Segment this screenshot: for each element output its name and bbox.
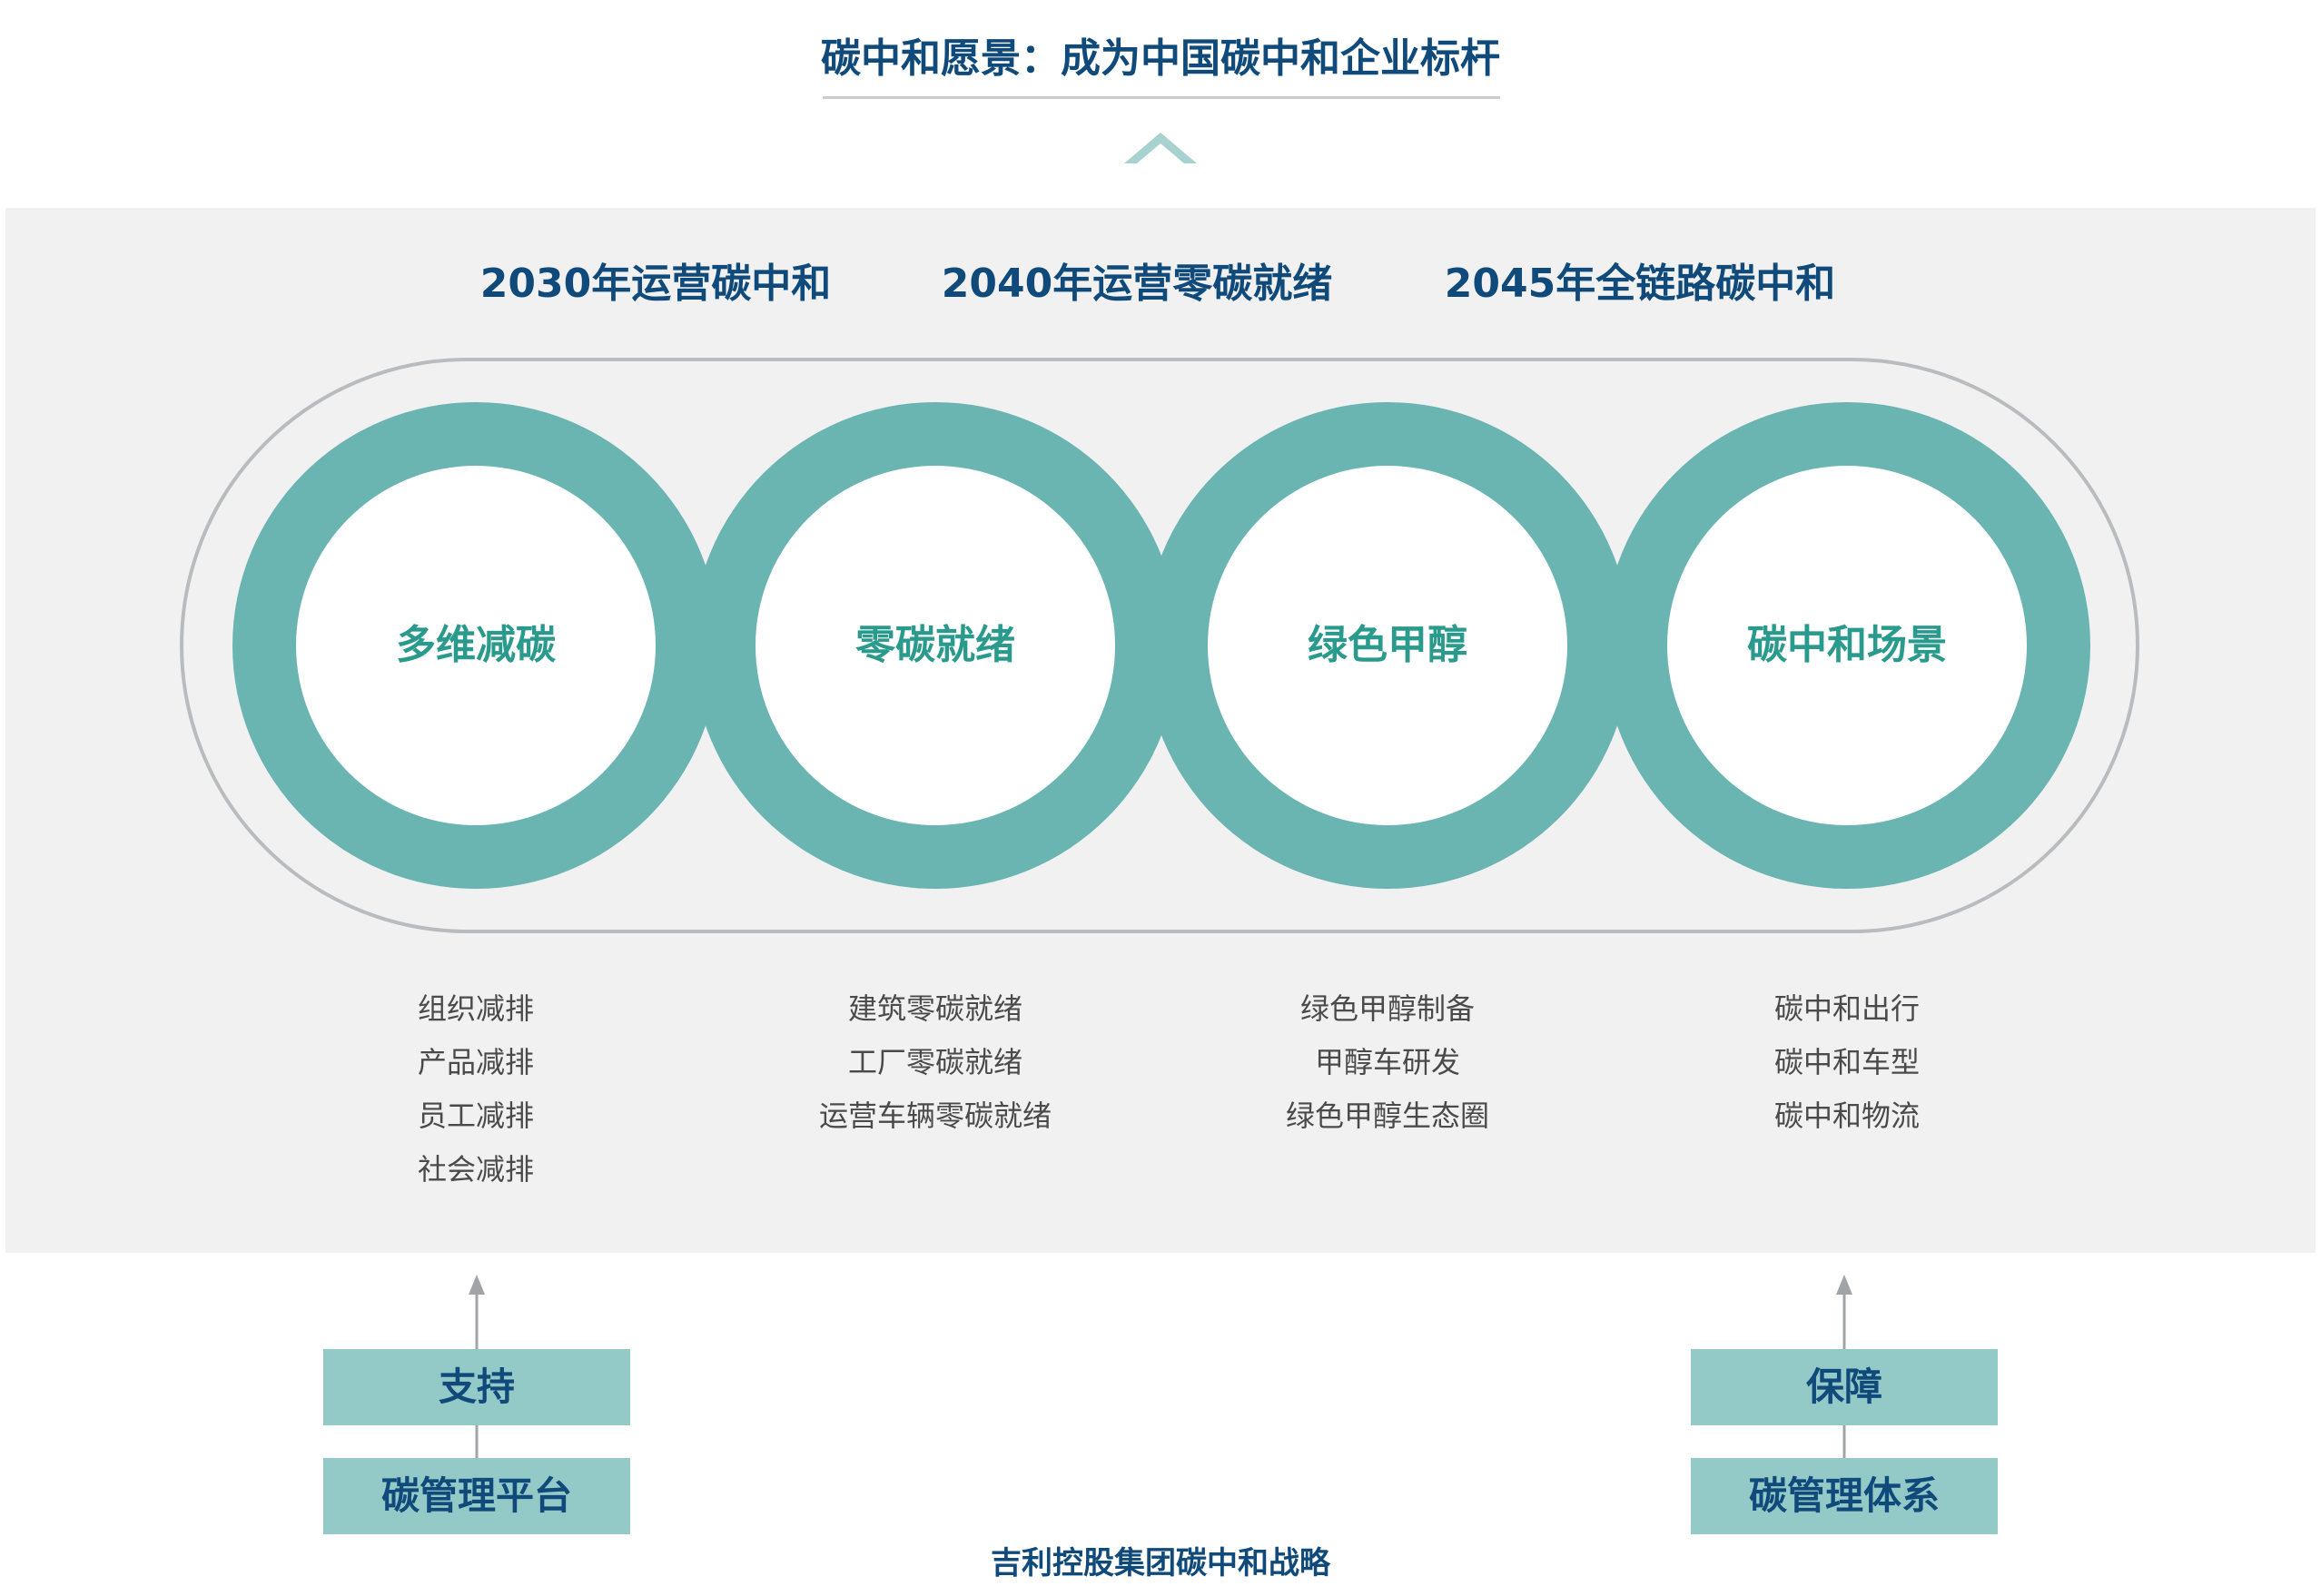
list-item: 建筑零碳就绪 xyxy=(847,991,1022,1026)
pillar-items-2: 建筑零碳就绪 工厂零碳就绪 运营车辆零碳就绪 xyxy=(736,982,1135,1143)
list-item: 员工减排 xyxy=(417,1098,534,1133)
list-item: 组织减排 xyxy=(417,991,534,1026)
list-item: 绿色甲醇生态圈 xyxy=(1285,1098,1489,1133)
list-item: 绿色甲醇制备 xyxy=(1299,991,1475,1026)
list-item: 碳中和物流 xyxy=(1773,1098,1920,1133)
pillar-items-4: 碳中和出行 碳中和车型 碳中和物流 xyxy=(1647,982,2047,1143)
list-item: 工厂零碳就绪 xyxy=(847,1045,1022,1079)
milestone-2030: 2030年运营碳中和 xyxy=(479,261,832,307)
pillar-label-multi-dimensional: 多维减碳 xyxy=(396,622,556,668)
list-item: 碳中和出行 xyxy=(1773,991,1920,1026)
pillar-label-green-methanol: 绿色甲醇 xyxy=(1308,622,1467,668)
pillar-items-3: 绿色甲醇制备 甲醇车研发 绿色甲醇生态圈 xyxy=(1188,982,1587,1143)
pillar-items-1: 组织减排 产品减排 员工减排 社会减排 xyxy=(276,982,676,1197)
arrow-up-icon-right xyxy=(1836,1275,1852,1349)
vision-underline xyxy=(823,96,1500,99)
list-item: 社会减排 xyxy=(417,1152,534,1187)
vision-title: 碳中和愿景：成为中国碳中和企业标杆 xyxy=(821,35,1500,82)
chevron-up-icon xyxy=(1124,133,1197,163)
list-item: 甲醇车研发 xyxy=(1314,1045,1460,1079)
pillar-label-scenarios: 碳中和场景 xyxy=(1747,622,1947,668)
diagram-caption: 吉利控股集团碳中和战略 xyxy=(991,1545,1330,1581)
support-box: 支持 xyxy=(323,1349,630,1425)
list-item: 运营车辆零碳就绪 xyxy=(818,1098,1052,1133)
list-item: 产品减排 xyxy=(417,1045,534,1079)
pillar-label-zero-carbon: 零碳就绪 xyxy=(855,622,1015,668)
carbon-management-system-box: 碳管理体系 xyxy=(1691,1458,1998,1534)
milestone-2045: 2045年全链路碳中和 xyxy=(1444,261,1836,307)
milestone-2040: 2040年运营零碳就绪 xyxy=(941,261,1333,307)
guarantee-box: 保障 xyxy=(1691,1349,1998,1425)
list-item: 碳中和车型 xyxy=(1773,1045,1920,1079)
carbon-management-platform-box: 碳管理平台 xyxy=(323,1458,630,1534)
arrow-up-icon-left xyxy=(469,1275,485,1349)
